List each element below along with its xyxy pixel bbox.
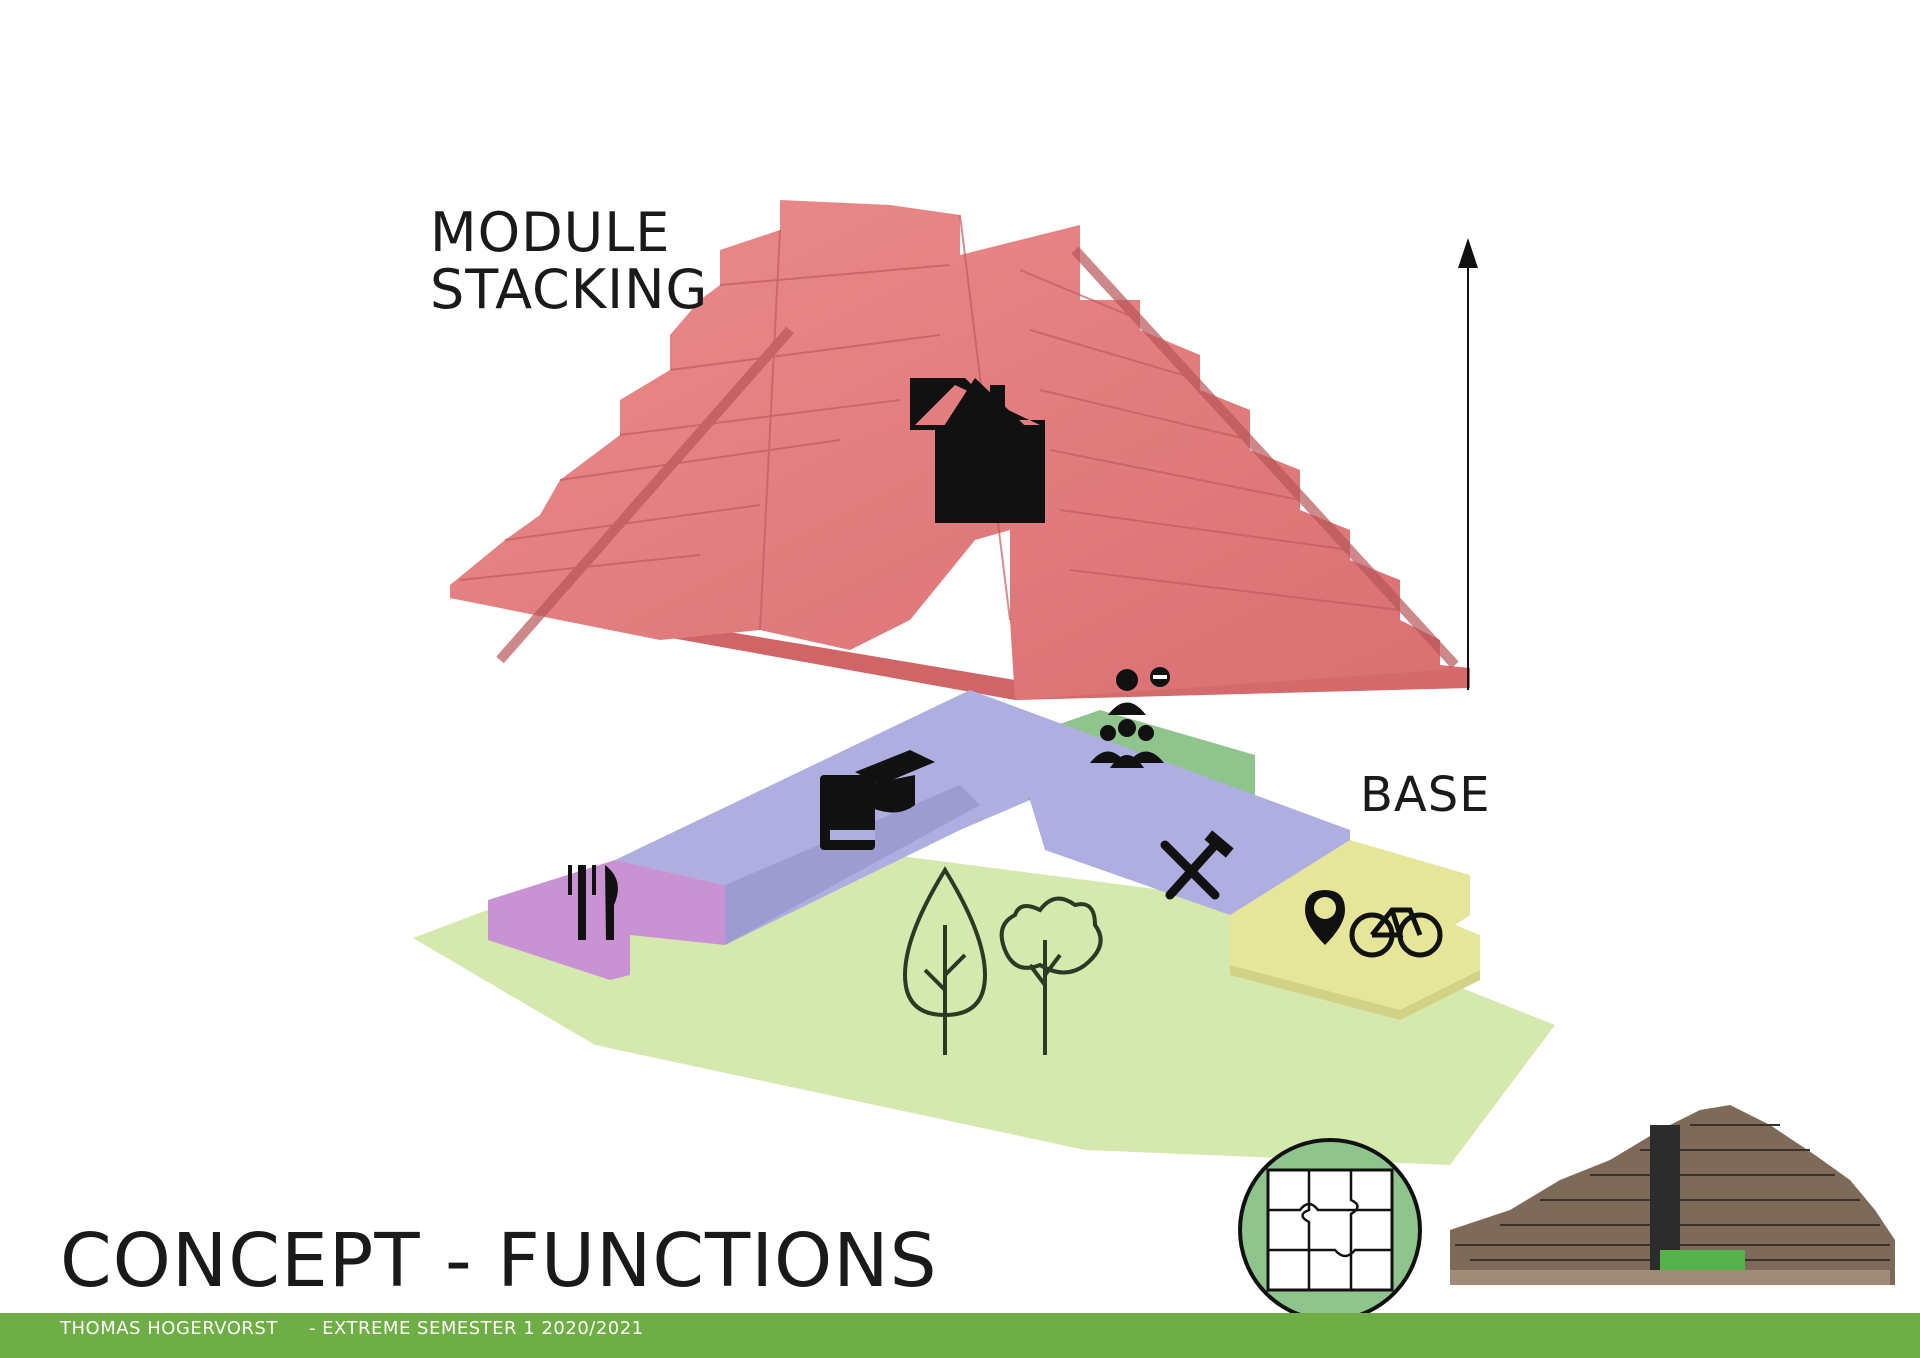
graduation-book-icon bbox=[820, 750, 935, 850]
module-label-line1: MODULE bbox=[430, 201, 671, 264]
workshop-corridor bbox=[970, 690, 1350, 915]
base-label: BASE bbox=[1360, 767, 1491, 823]
page-title: CONCEPT - FUNCTIONS bbox=[60, 1218, 938, 1304]
footer-bar bbox=[0, 1313, 1920, 1358]
module-stack bbox=[450, 200, 1470, 700]
footer-author: THOMAS HOGERVORST bbox=[60, 1318, 278, 1339]
puzzle-icon bbox=[1238, 1138, 1422, 1322]
footer-text: THOMAS HOGERVORST - EXTREME SEMESTER 1 2… bbox=[60, 1318, 644, 1339]
meeting-group-icon bbox=[1090, 667, 1170, 768]
tree-icon bbox=[902, 866, 1103, 1055]
footer-course: - EXTREME SEMESTER 1 2020/2021 bbox=[308, 1318, 644, 1339]
module-label-line2: STACKING bbox=[430, 257, 709, 321]
bicycle-icon bbox=[1349, 907, 1443, 958]
upward-arrow bbox=[1458, 238, 1478, 690]
parking-pin-icon bbox=[1305, 890, 1345, 945]
module-stacking-label: MODULE STACKING bbox=[430, 201, 709, 321]
tools-icon bbox=[1160, 830, 1234, 900]
building-render-icon bbox=[1450, 1105, 1895, 1285]
cutlery-icon bbox=[568, 865, 618, 940]
